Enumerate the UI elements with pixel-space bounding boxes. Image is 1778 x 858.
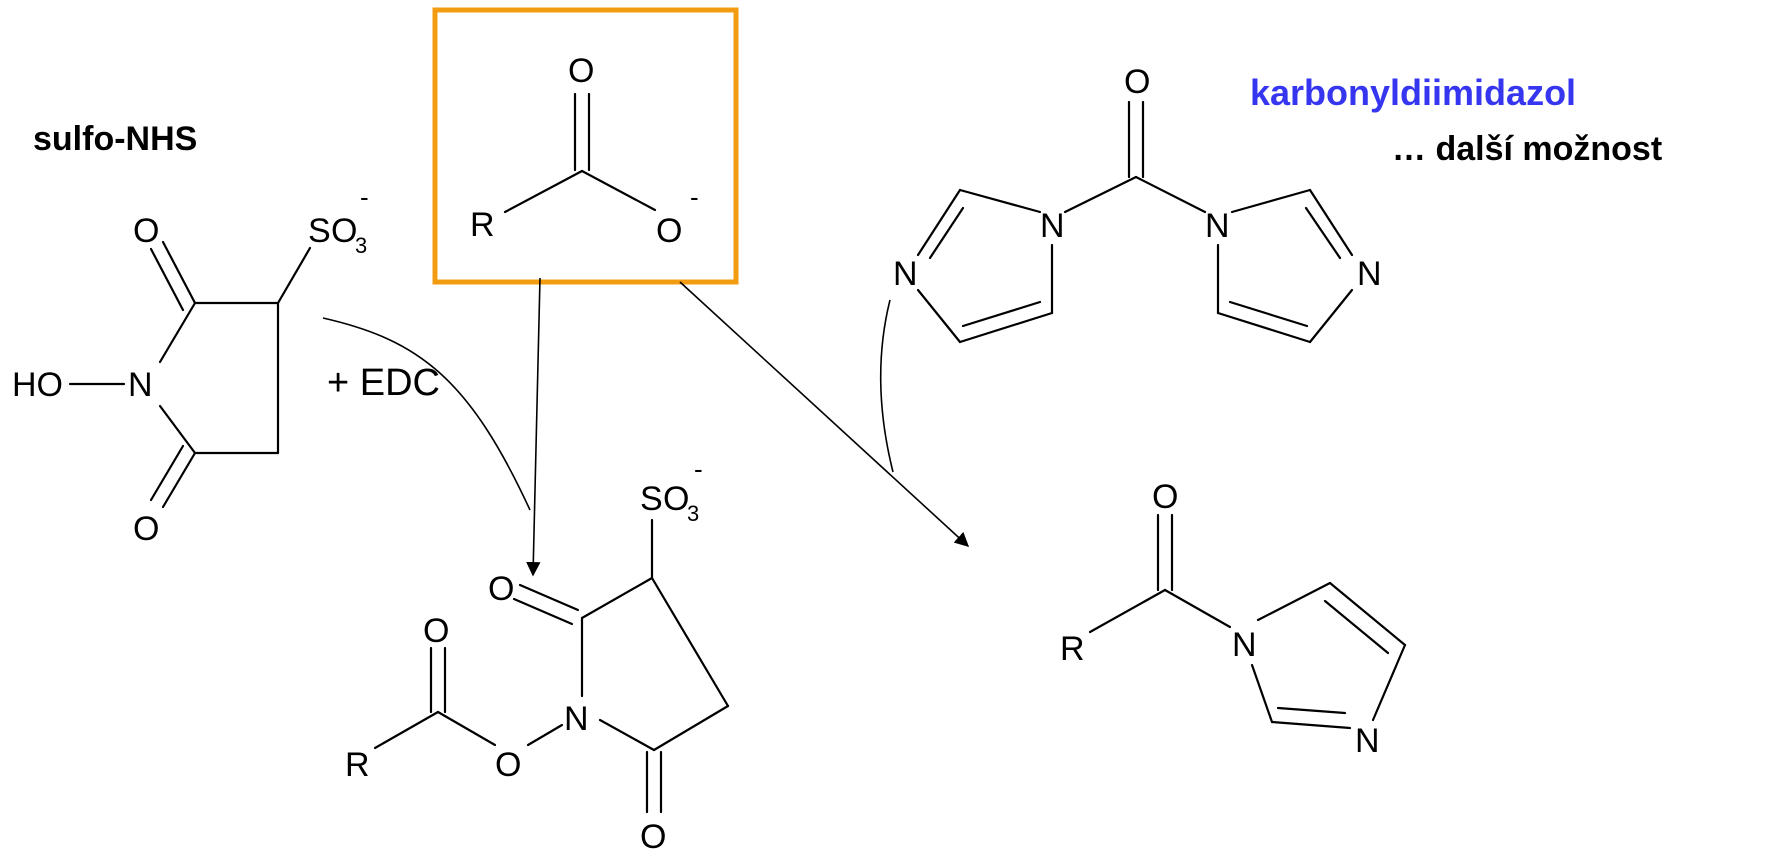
sulfo-nhs-ester-structure: R O O N O O S O 3 - xyxy=(345,454,730,856)
svg-text:S: S xyxy=(640,480,663,518)
svg-text:N: N xyxy=(1355,722,1380,760)
svg-text:O: O xyxy=(568,52,594,90)
carboxylate-structure: R O O - xyxy=(470,52,699,250)
svg-text:O: O xyxy=(133,510,159,548)
svg-text:O: O xyxy=(133,212,159,250)
svg-text:N: N xyxy=(1040,207,1065,245)
svg-text:-: - xyxy=(690,182,699,212)
edc-label: + EDC xyxy=(327,362,440,404)
sulfo-nhs-structure: HO N O O S O 3 - xyxy=(12,182,369,548)
arrow-carboxylate-to-ester xyxy=(526,277,541,577)
svg-text:R: R xyxy=(470,206,495,244)
svg-text:O: O xyxy=(488,570,514,608)
svg-text:O: O xyxy=(423,612,449,650)
svg-text:-: - xyxy=(694,454,703,484)
svg-text:O: O xyxy=(1124,63,1150,101)
svg-text:O: O xyxy=(1152,478,1178,516)
svg-text:3: 3 xyxy=(687,501,699,526)
svg-text:-: - xyxy=(360,182,369,212)
carbonyldiimidazole-structure: O N N N N xyxy=(893,63,1382,344)
arrow-sulfo-nhs-to-ester xyxy=(322,317,531,511)
svg-text:O: O xyxy=(331,212,357,250)
svg-text:N: N xyxy=(1357,255,1382,293)
svg-text:R: R xyxy=(1060,630,1085,668)
carbonyldiimidazole-label: karbonyldiimidazol xyxy=(1250,72,1576,113)
svg-text:N: N xyxy=(128,366,153,404)
carboxylate-highlight-box xyxy=(432,7,739,285)
arrow-carboxylate-to-acyl-imidazole xyxy=(679,281,970,547)
svg-text:S: S xyxy=(308,212,331,250)
svg-text:HO: HO xyxy=(12,366,63,404)
acyl-imidazole-structure: R O N N xyxy=(1060,478,1407,760)
svg-text:3: 3 xyxy=(355,233,367,258)
svg-text:O: O xyxy=(656,212,682,250)
svg-text:N: N xyxy=(893,255,918,293)
svg-text:O: O xyxy=(640,818,666,856)
svg-text:O: O xyxy=(495,746,521,784)
svg-text:N: N xyxy=(1232,626,1257,664)
reaction-arrows xyxy=(322,277,970,577)
svg-text:N: N xyxy=(564,700,589,738)
another-option-label: … další možnost xyxy=(1392,130,1662,168)
svg-text:O: O xyxy=(663,480,689,518)
arrow-cdi-curve xyxy=(879,299,894,473)
svg-text:N: N xyxy=(1205,207,1230,245)
svg-text:R: R xyxy=(345,746,370,784)
sulfo-nhs-label: sulfo-NHS xyxy=(33,120,197,158)
